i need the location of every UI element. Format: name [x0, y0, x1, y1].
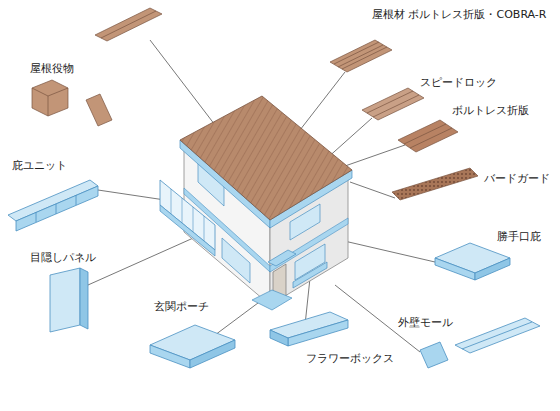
part-label: バードガード [484, 172, 550, 186]
leader-line [340, 240, 435, 262]
part-label: 外壁モール [398, 316, 453, 330]
molding [455, 318, 540, 353]
panel-rib [410, 128, 452, 148]
leader-line [300, 72, 345, 130]
part-label: スピードロック [420, 76, 497, 90]
screen-panel [50, 268, 80, 332]
canopy-slat [76, 195, 77, 205]
balcony-base [160, 205, 215, 256]
door-canopy [268, 250, 296, 266]
rail-bar [193, 207, 194, 232]
awning-side [475, 258, 510, 280]
part-label: フラワーボックス [306, 352, 394, 366]
blue-parts [8, 180, 540, 368]
bird-guard [392, 168, 478, 200]
ridge-line [101, 11, 156, 38]
panel-rib [342, 47, 387, 69]
part-label: 目隠しパネル [30, 251, 96, 265]
corner-piece [32, 80, 68, 116]
rail-bar [182, 198, 183, 223]
leader-line [150, 40, 215, 125]
leader-line [215, 300, 262, 335]
panel-rib [373, 95, 419, 117]
canopy-slat [36, 212, 37, 222]
flower-box [293, 262, 327, 288]
screen-panel-side [80, 268, 88, 329]
part-label: 屋根材 ボルトレス折版・COBRA-R [372, 8, 546, 22]
molding-edge [462, 322, 532, 349]
porch-side [190, 340, 235, 368]
porch-front [150, 345, 190, 368]
part-label: 勝手口庇 [497, 230, 541, 244]
ridge-piece [95, 8, 162, 41]
porch [252, 290, 292, 310]
part-label: 庇ユニット [12, 159, 67, 173]
roof-parts [32, 8, 478, 200]
flowerbox-side [270, 330, 288, 346]
speedlock-panel [362, 88, 424, 120]
panel-rib [367, 91, 413, 113]
part-label: 屋根役物 [30, 62, 74, 76]
rail-bar [204, 216, 205, 241]
bracket-piece [86, 94, 112, 126]
part-label: ボルトレス折版 [452, 104, 529, 118]
molding-corner [420, 342, 448, 368]
rail-bar [171, 189, 172, 214]
roof [180, 96, 352, 220]
flowerbox-front [288, 320, 348, 346]
canopy-unit-front [16, 186, 98, 231]
folded-panel [398, 120, 458, 152]
roof-panel [330, 40, 392, 72]
panel-rib [338, 45, 383, 67]
leader-line [350, 182, 395, 198]
leader-line [88, 235, 200, 285]
corner-edge [48, 96, 49, 116]
house [160, 96, 352, 310]
leader-line [345, 145, 405, 166]
panel-rib [334, 42, 379, 64]
leader-lines [88, 40, 435, 352]
part-label: 玄関ポーチ [154, 300, 209, 314]
leader-line [98, 190, 165, 200]
awning-front [435, 258, 475, 280]
corner-edge [32, 88, 68, 96]
canopy-slat [56, 204, 57, 214]
window [222, 238, 250, 283]
balcony-rail [171, 189, 204, 241]
